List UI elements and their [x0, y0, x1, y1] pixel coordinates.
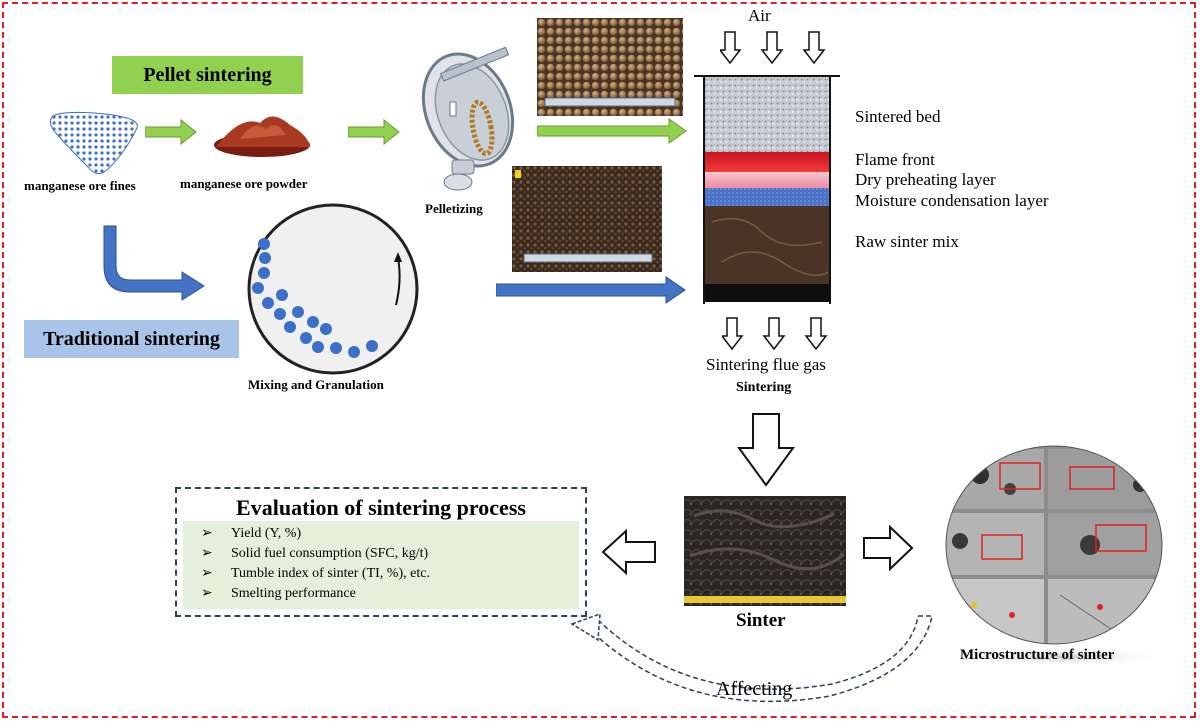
affecting-label: Affecting [716, 678, 793, 700]
ore-powder-icon [214, 116, 310, 157]
flue-gas-label: Sintering flue gas [706, 355, 826, 374]
air-arrows [720, 31, 826, 65]
air-label: Air [748, 6, 771, 25]
sinter-label: Sinter [736, 610, 786, 631]
arrowhead-bullet-icon: ➢ [201, 586, 213, 601]
dry-preheating-label: Dry preheating layer [855, 170, 996, 189]
arrowhead-bullet-icon: ➢ [201, 546, 213, 561]
pelletizing-label: Pelletizing [425, 201, 483, 216]
traditional-sintering-label: Traditional sintering [24, 320, 239, 358]
green-arrow-1 [145, 119, 197, 145]
arrowhead-bullet-icon: ➢ [201, 526, 213, 541]
ore-powder-label: manganese ore powder [180, 176, 308, 191]
sintering-label: Sintering [736, 380, 792, 395]
granulation-drum-icon [247, 203, 419, 375]
ore-fines-label: manganese ore fines [24, 178, 136, 193]
sintered-bed-label: Sintered bed [855, 107, 941, 126]
microstructure-image [945, 445, 1172, 665]
mixing-granulation-label: Mixing and Granulation [248, 377, 384, 392]
evaluation-box: Evaluation of sintering process ➢Yield (… [175, 487, 587, 617]
sinter-photo [684, 496, 846, 606]
moisture-condensation-label: Moisture condensation layer [855, 191, 1049, 210]
flue-gas-arrows [722, 317, 828, 351]
arrow-to-evaluation [601, 528, 656, 576]
evaluation-item: ➢Yield (Y, %) [201, 526, 302, 541]
pellets-photo [537, 18, 683, 116]
evaluation-item: ➢Solid fuel consumption (SFC, kg/t) [201, 546, 429, 561]
arrowhead-bullet-icon: ➢ [201, 566, 213, 581]
arrow-to-microstructure [863, 524, 914, 572]
ore-fines-icon [49, 111, 138, 174]
microstructure-label: Microstructure of sinter [960, 647, 1115, 663]
down-arrow-to-sinter [737, 413, 795, 487]
blue-bent-arrow [103, 225, 205, 301]
pellet-sintering-label: Pellet sintering [112, 56, 303, 94]
raw-sinter-mix-label: Raw sinter mix [855, 232, 959, 251]
green-arrow-2 [348, 119, 400, 145]
evaluation-list: ➢Yield (Y, %) ➢Solid fuel consumption (S… [183, 521, 579, 609]
green-arrow-3 [537, 118, 687, 144]
evaluation-item: ➢Tumble index of sinter (TI, %), etc. [201, 566, 430, 581]
granulated-mix-photo [512, 166, 662, 272]
blue-arrow-to-bed [496, 276, 686, 304]
evaluation-item: ➢Smelting performance [201, 586, 356, 601]
affecting-arrow [570, 612, 933, 703]
sintering-bed-column [694, 75, 840, 304]
pelletizer-disc-icon [421, 46, 515, 191]
flame-front-label: Flame front [855, 150, 935, 169]
evaluation-title: Evaluation of sintering process [236, 495, 526, 520]
